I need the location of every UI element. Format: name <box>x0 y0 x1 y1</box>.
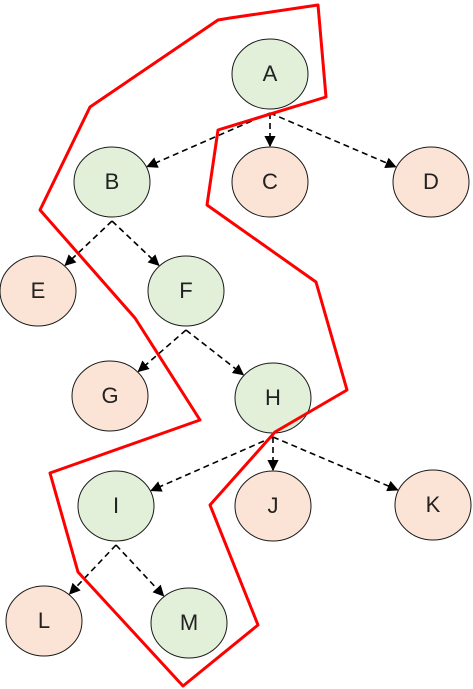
edge-a-d <box>269 112 397 169</box>
node-label-d: D <box>423 169 439 194</box>
edge-i-l <box>68 544 117 595</box>
edge-f-h <box>185 329 245 376</box>
nodes-layer: A B C D E F G H I J K L M <box>0 38 472 659</box>
node-label-l: L <box>38 608 50 633</box>
node-circle-e <box>0 255 77 327</box>
node-j: J <box>234 470 312 542</box>
node-m: M <box>150 587 228 659</box>
edge-h-k <box>272 436 399 492</box>
node-circle-j <box>234 470 312 542</box>
edge-b-e <box>64 220 113 267</box>
node-label-e: E <box>31 278 46 303</box>
node-h: H <box>234 362 312 434</box>
node-b: B <box>73 146 151 218</box>
node-d: D <box>392 146 470 218</box>
node-i: I <box>77 470 155 542</box>
node-label-f: F <box>179 278 192 303</box>
node-circle-f <box>147 255 225 327</box>
node-label-a: A <box>263 61 278 86</box>
node-circle-d <box>392 146 470 218</box>
node-l: L <box>5 585 83 657</box>
node-label-i: I <box>113 493 119 518</box>
edge-f-g <box>137 329 187 373</box>
node-label-j: J <box>268 493 279 518</box>
node-circle-k <box>394 469 472 541</box>
node-circle-c <box>231 146 309 218</box>
edge-h-i <box>150 436 274 492</box>
node-label-c: C <box>262 169 278 194</box>
node-label-g: G <box>101 383 118 408</box>
highlighted-path-outline <box>38 3 349 688</box>
node-circle-i <box>77 470 155 542</box>
edge-a-b <box>146 112 271 168</box>
node-label-m: M <box>180 610 198 635</box>
node-a: A <box>231 38 309 110</box>
node-e: E <box>0 255 77 327</box>
node-label-h: H <box>265 385 281 410</box>
node-g: G <box>71 360 149 432</box>
node-circle-g <box>71 360 149 432</box>
node-circle-l <box>5 585 83 657</box>
node-circle-b <box>73 146 151 218</box>
node-label-k: K <box>426 492 441 517</box>
node-f: F <box>147 255 225 327</box>
node-circle-m <box>150 587 228 659</box>
edge-b-f <box>111 220 160 267</box>
edges-layer <box>64 112 399 597</box>
node-circle-a <box>231 38 309 110</box>
node-k: K <box>394 469 472 541</box>
edge-i-m <box>115 544 165 597</box>
node-c: C <box>231 146 309 218</box>
node-label-b: B <box>105 169 120 194</box>
